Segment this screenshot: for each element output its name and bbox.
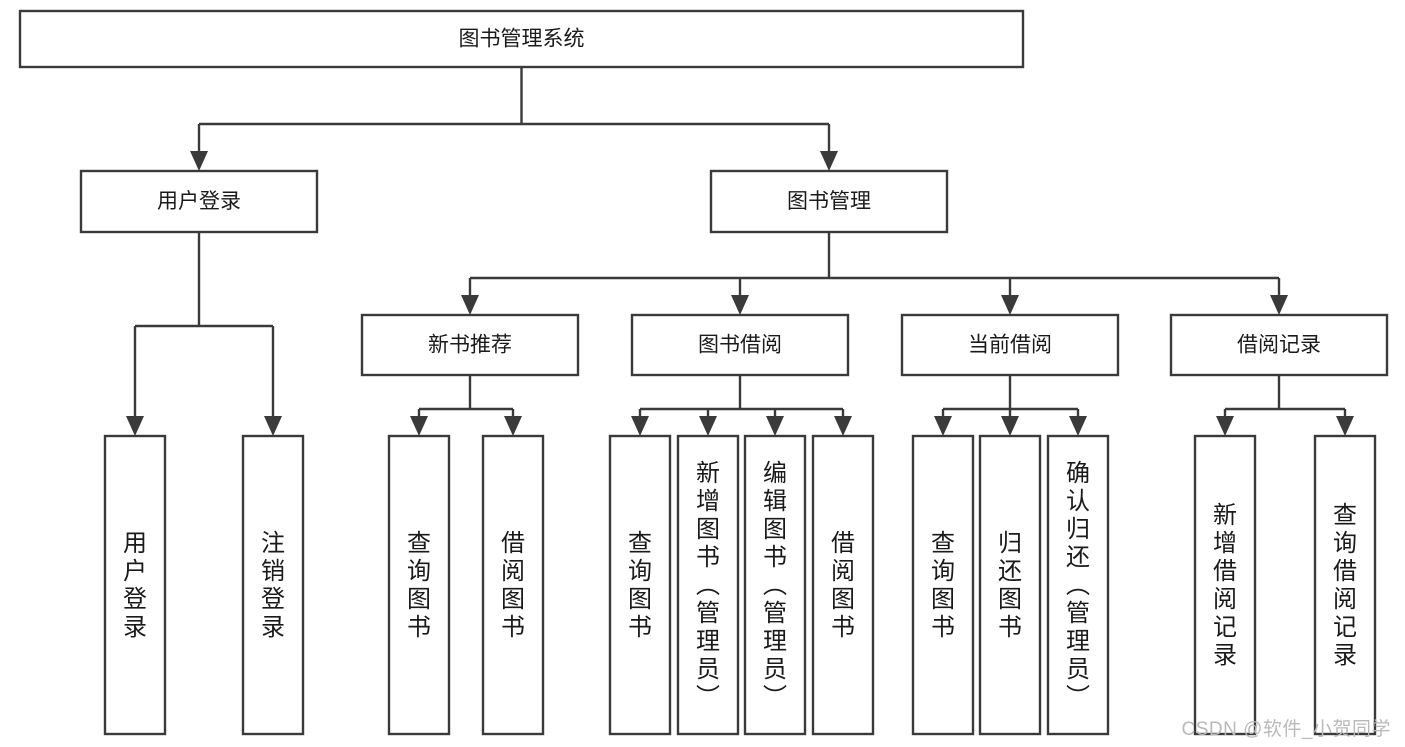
node-leaf-logout[interactable]: 注销登录 (241, 434, 305, 736)
node-box (18, 9, 1025, 69)
node-label: 查询图书 (407, 530, 431, 641)
edge-group-new-book-recommend (410, 375, 522, 436)
node-label: 图书管理系统 (459, 28, 585, 51)
node-borrow-record[interactable]: 借阅记录 (1169, 313, 1389, 377)
node-box (1046, 434, 1110, 736)
arrow-head-icon (731, 295, 749, 315)
arrow-head-icon (820, 151, 838, 171)
node-user-login[interactable]: 用户登录 (79, 169, 319, 234)
node-label: 注销登录 (261, 530, 285, 641)
node-box (387, 434, 451, 736)
arrow-head-icon (126, 416, 144, 436)
node-book-management[interactable]: 图书管理 (709, 169, 949, 234)
edge-group-current-borrow (934, 375, 1087, 436)
node-label: 确认归还︵管理员︶ (1066, 460, 1090, 711)
arrow-head-icon (461, 295, 479, 315)
node-label: 归还图书 (998, 530, 1022, 641)
node-label: 图书管理 (787, 190, 871, 213)
node-label: 图书借阅 (698, 334, 782, 357)
node-label: 查询图书 (628, 530, 652, 641)
edge-group-root (190, 67, 838, 171)
node-label: 当前借阅 (968, 334, 1052, 357)
node-box (911, 434, 975, 736)
node-leaf-query-book-3[interactable]: 查询图书 (911, 434, 975, 736)
node-leaf-return-book[interactable]: 归还图书 (978, 434, 1042, 736)
node-label: 查询图书 (931, 530, 955, 641)
node-leaf-query-record[interactable]: 查询借阅记录 (1313, 434, 1377, 736)
watermark-label: CSDN @软件_小贺同学 (1181, 719, 1391, 740)
node-book-borrow[interactable]: 图书借阅 (630, 313, 850, 377)
arrow-head-icon (1001, 416, 1019, 436)
node-label: 新增图书︵管理员︶ (696, 460, 720, 711)
node-box (103, 434, 167, 736)
node-label: 新书推荐 (428, 334, 512, 357)
nodes-layer: 图书管理系统用户登录图书管理新书推荐图书借阅当前借阅借阅记录用户登录注销登录查询… (18, 9, 1389, 736)
edge-group-book-borrow (631, 375, 852, 436)
node-box (900, 313, 1120, 377)
arrow-head-icon (766, 416, 784, 436)
arrow-head-icon (264, 416, 282, 436)
node-leaf-edit-book[interactable]: 编辑图书︵管理员︶ (743, 434, 807, 736)
arrow-head-icon (1336, 416, 1354, 436)
node-current-borrow[interactable]: 当前借阅 (900, 313, 1120, 377)
node-label: 借阅图书 (831, 530, 855, 641)
node-label: 用户登录 (157, 190, 241, 213)
node-leaf-query-book-1[interactable]: 查询图书 (387, 434, 451, 736)
arrow-head-icon (410, 416, 428, 436)
node-box (1313, 434, 1377, 736)
node-box (709, 169, 949, 234)
arrow-head-icon (1216, 416, 1234, 436)
node-box (630, 313, 850, 377)
node-leaf-add-book[interactable]: 新增图书︵管理员︶ (676, 434, 740, 736)
node-new-book-recommend[interactable]: 新书推荐 (360, 313, 580, 377)
node-box (1169, 313, 1389, 377)
arrow-head-icon (1069, 416, 1087, 436)
node-box (608, 434, 672, 736)
arrow-head-icon (631, 416, 649, 436)
edges-layer (126, 67, 1354, 436)
node-label: 新增借阅记录 (1213, 502, 1237, 669)
node-label: 借阅记录 (1237, 334, 1321, 357)
node-leaf-query-book-2[interactable]: 查询图书 (608, 434, 672, 736)
arrow-head-icon (504, 416, 522, 436)
node-box (978, 434, 1042, 736)
node-label: 用户登录 (123, 530, 147, 641)
arrow-head-icon (934, 416, 952, 436)
arrow-head-icon (1270, 295, 1288, 315)
node-box (676, 434, 740, 736)
node-box (241, 434, 305, 736)
arrow-head-icon (1001, 295, 1019, 315)
node-leaf-borrow-book-1[interactable]: 借阅图书 (481, 434, 545, 736)
arrow-head-icon (834, 416, 852, 436)
node-box (811, 434, 875, 736)
node-label: 查询借阅记录 (1333, 502, 1357, 669)
node-leaf-add-record[interactable]: 新增借阅记录 (1193, 434, 1257, 736)
node-leaf-user-login[interactable]: 用户登录 (103, 434, 167, 736)
edge-group-user-login (126, 232, 282, 436)
node-leaf-borrow-book-2[interactable]: 借阅图书 (811, 434, 875, 736)
arrow-head-icon (699, 416, 717, 436)
node-label: 编辑图书︵管理员︶ (763, 460, 787, 711)
node-box (1193, 434, 1257, 736)
node-label: 借阅图书 (501, 530, 525, 641)
edge-group-book-management (461, 232, 1288, 315)
node-box (481, 434, 545, 736)
node-box (79, 169, 319, 234)
node-box (360, 313, 580, 377)
node-leaf-confirm-return[interactable]: 确认归还︵管理员︶ (1046, 434, 1110, 736)
node-root[interactable]: 图书管理系统 (18, 9, 1025, 69)
node-box (743, 434, 807, 736)
arrow-head-icon (190, 151, 208, 171)
edge-group-borrow-record (1216, 375, 1354, 436)
